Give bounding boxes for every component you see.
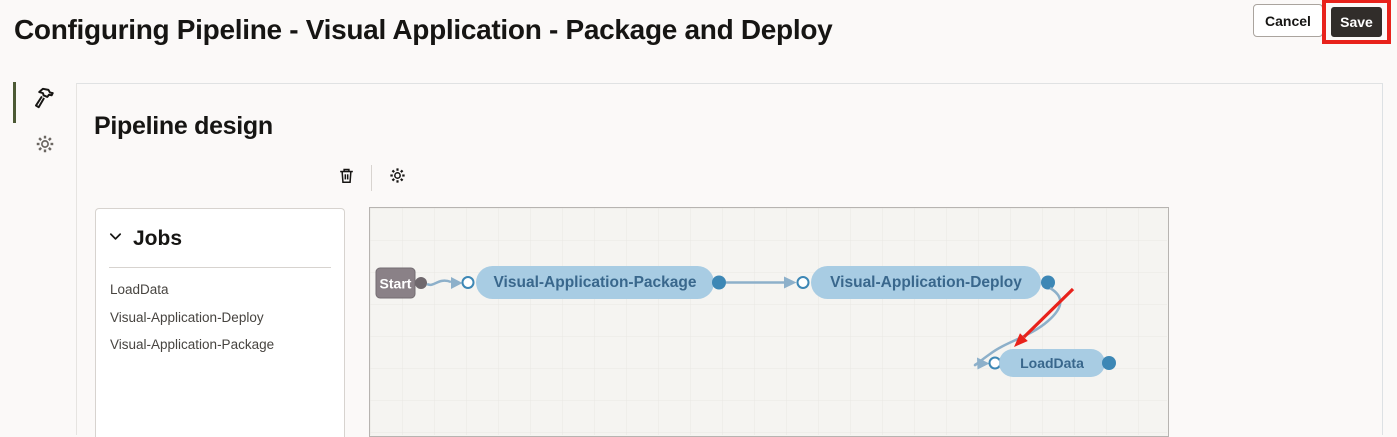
canvas-grid (370, 208, 1167, 435)
pipeline-canvas[interactable]: Start Visual-Application-Package (369, 207, 1169, 437)
node-start[interactable]: Start (375, 267, 416, 299)
rail-selected-indicator (13, 82, 16, 123)
canvas-settings-button[interactable] (386, 167, 408, 189)
gear-icon (388, 166, 407, 190)
cancel-button[interactable]: Cancel (1253, 4, 1323, 37)
deploy-input-port[interactable] (796, 276, 810, 289)
deploy-output-port[interactable] (1041, 275, 1055, 290)
hammer-icon (30, 85, 56, 116)
sidebar-item-settings[interactable] (31, 132, 59, 160)
toolbar-divider (371, 165, 372, 191)
edge-start-to-package (426, 277, 463, 289)
job-list-item[interactable]: LoadData (110, 281, 169, 297)
annotation-arrow (1014, 287, 1075, 347)
node-start-label: Start (380, 276, 412, 292)
node-visual-application-package[interactable]: Visual-Application-Package (476, 266, 714, 299)
jobs-panel-header[interactable]: Jobs (108, 227, 182, 251)
save-highlight-annotation: Save (1322, 0, 1391, 44)
loaddata-input-port[interactable] (988, 356, 1002, 370)
edge-package-to-deploy (726, 276, 797, 289)
node-deploy-label: Visual-Application-Deploy (830, 274, 1022, 291)
section-heading: Pipeline design (94, 112, 273, 140)
start-output-port[interactable] (415, 277, 427, 289)
node-visual-application-deploy[interactable]: Visual-Application-Deploy (811, 266, 1041, 299)
node-loaddata-label: LoadData (1020, 355, 1084, 371)
node-loaddata[interactable]: LoadData (999, 349, 1105, 377)
jobs-panel-title: Jobs (133, 227, 183, 250)
job-list-item[interactable]: Visual-Application-Deploy (110, 309, 264, 325)
jobs-divider (109, 267, 331, 268)
trash-icon (337, 166, 356, 190)
loaddata-output-port[interactable] (1102, 356, 1116, 370)
sidebar-item-build[interactable] (29, 86, 57, 114)
delete-button[interactable] (335, 167, 357, 189)
canvas-toolbar (335, 164, 408, 192)
gear-icon (34, 133, 56, 160)
page-title: Configuring Pipeline - Visual Applicatio… (14, 14, 833, 45)
jobs-panel: Jobs LoadData Visual-Application-Deploy … (95, 208, 345, 437)
pipeline-design-panel: Pipeline design (76, 83, 1383, 437)
package-input-port[interactable] (461, 276, 475, 289)
package-output-port[interactable] (712, 275, 726, 290)
save-button[interactable]: Save (1331, 7, 1382, 37)
job-list-item[interactable]: Visual-Application-Package (110, 336, 275, 352)
chevron-down-icon (108, 229, 123, 249)
node-package-label: Visual-Application-Package (494, 274, 697, 291)
